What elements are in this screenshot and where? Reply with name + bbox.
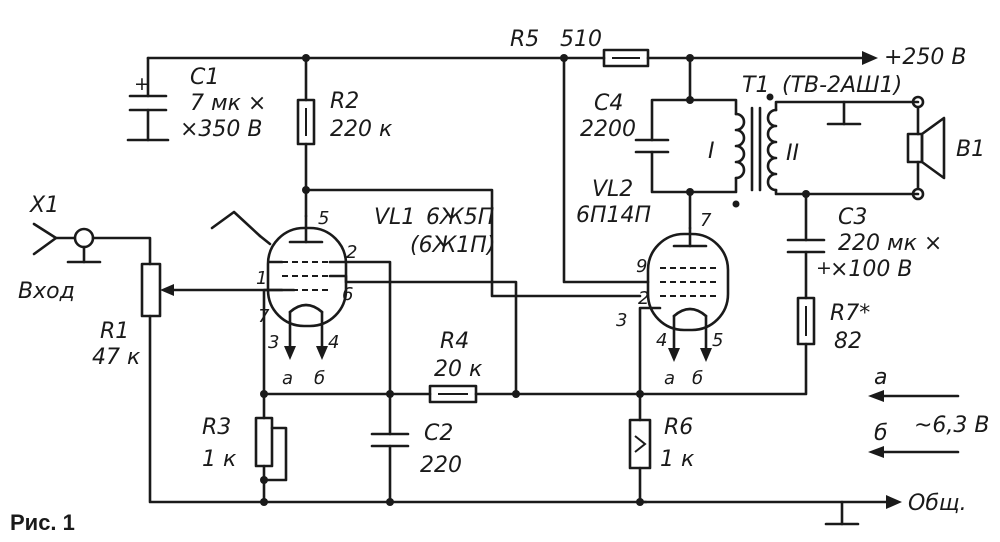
r6-value: 1 к [660, 447, 695, 472]
anode-coupling-wire [304, 188, 642, 298]
vl2-name: VL2 [592, 177, 633, 202]
heater-supply [868, 390, 960, 458]
vl2-heater-b: б [692, 368, 703, 389]
input-x1 [32, 222, 152, 266]
x1-name: X1 [29, 193, 59, 218]
r2-value: 220 к [330, 117, 393, 142]
x1-label: Вход [18, 279, 75, 304]
c3-r7-branch: + [638, 190, 832, 396]
vl2-type: 6П14П [576, 203, 651, 228]
r1-value: 47 к [92, 345, 141, 370]
vl1-pin-7: 7 [258, 306, 270, 327]
r6-name: R6 [664, 415, 693, 440]
c1-name: C1 [190, 65, 219, 90]
vl2-heater-a: а [664, 368, 675, 389]
t1-core [750, 93, 774, 192]
vl2-pin-7: 7 [700, 210, 712, 231]
vl1-heater-b: б [314, 368, 325, 389]
resistor-r3 [254, 390, 288, 506]
vl1-pin-2: 2 [346, 242, 357, 263]
heater-label-b: б [874, 421, 888, 446]
r4-name: R4 [440, 329, 469, 354]
vl1-pin-4: 4 [328, 332, 339, 353]
r2-name: R2 [330, 89, 359, 114]
r5-value: 510 [560, 27, 602, 52]
resistor-r6 [628, 392, 652, 506]
b1-name: В1 [956, 137, 985, 162]
svg-text:+: + [134, 73, 150, 95]
capacitor-c2 [370, 392, 410, 506]
c2-name: C2 [424, 421, 453, 446]
c4-name: C4 [594, 91, 623, 116]
svg-text:+: + [816, 257, 832, 279]
vl1-name: VL1 [374, 205, 415, 230]
t1-winding-1: I [708, 139, 715, 164]
resistor-r4 [428, 384, 644, 404]
vl1-alt: (6Ж1П) [410, 233, 495, 258]
c4-value: 2200 [580, 117, 636, 142]
vl1-pin-6: 6 [342, 284, 353, 305]
c3-name: C3 [838, 205, 867, 230]
r7-value: 82 [834, 329, 862, 354]
vl1-heater-a: а [282, 368, 293, 389]
vl2-heater-arrows [668, 348, 712, 362]
vl2-pin-9: 9 [636, 256, 647, 277]
c1-value-2: ×350 В [180, 117, 263, 142]
capacitor-c1: + [126, 56, 170, 142]
vl1-pin-3: 3 [268, 332, 279, 353]
speaker-b1 [906, 116, 946, 180]
r5-name: R5 [510, 27, 539, 52]
c2-value: 220 [420, 453, 462, 478]
vl1-pin-5: 5 [318, 208, 329, 229]
c3-value-1: 220 мк × [838, 231, 942, 256]
t1-name: T1 [742, 73, 769, 98]
vl2-pin-5: 5 [712, 330, 723, 351]
t1-type: (ТВ-2АШ1) [782, 73, 902, 98]
vl2-pin-2: 2 [638, 288, 649, 309]
c1-value-1: 7 мк × [190, 91, 266, 116]
vl1-type: 6Ж5П [426, 205, 494, 230]
tube-vl1 [210, 210, 518, 396]
resistor-r2 [296, 54, 316, 218]
r7-name: R7* [830, 301, 870, 326]
figure-caption: Рис. 1 [10, 510, 75, 535]
r3-value: 1 к [202, 447, 237, 472]
vl1-pin-1: 1 [256, 268, 267, 289]
plus-rail [146, 51, 878, 65]
vl1-heater-arrows [284, 346, 328, 360]
t1-secondary [766, 95, 925, 201]
r1-name: R1 [100, 319, 129, 344]
heater-label-a: а [874, 365, 887, 390]
vl2-pin-3: 3 [616, 310, 627, 331]
r4-value: 20 к [434, 357, 483, 382]
ground-rail [638, 495, 902, 526]
r3-name: R3 [202, 415, 231, 440]
c4-t1-primary [634, 54, 746, 230]
c3-value-2: ×100 В [830, 257, 913, 282]
tube-vl2 [638, 226, 730, 396]
t1-winding-2: II [786, 141, 799, 166]
plus-rail-label: +250 В [884, 45, 967, 70]
resistor-r5 [560, 48, 650, 284]
ground-rail-label: Общ. [908, 491, 967, 516]
heater-voltage: ~6,3 В [914, 413, 990, 438]
vl2-pin-4: 4 [656, 330, 667, 351]
